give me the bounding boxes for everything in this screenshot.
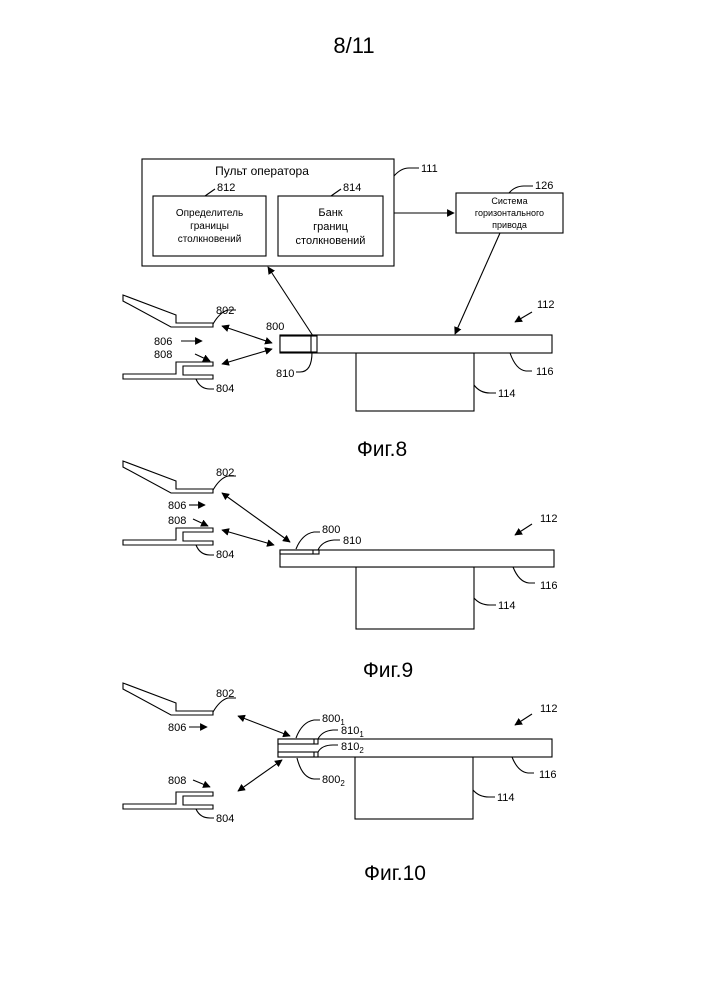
ref-806: 806 <box>154 336 172 348</box>
sensor-808-arrow <box>193 519 208 526</box>
leader-114 <box>474 598 496 605</box>
ref-806: 806 <box>168 722 186 734</box>
ref-804: 804 <box>216 813 234 825</box>
bank-line-2: границ <box>313 221 348 233</box>
object-800-1 <box>278 739 318 744</box>
detector-line-1: Определитель <box>176 208 243 219</box>
drive-line-2: горизонтального <box>475 208 544 218</box>
drive-line-1: Система <box>491 196 527 206</box>
upper-distance-arrow <box>222 493 290 542</box>
ref-812: 812 <box>217 182 235 194</box>
upper-detector-arm <box>123 683 213 715</box>
ref-808: 808 <box>168 515 186 527</box>
page-number: 8/11 <box>333 33 374 58</box>
ref-126: 126 <box>535 180 553 192</box>
ref-114: 114 <box>498 388 516 400</box>
arrow-112 <box>515 312 532 322</box>
table-base <box>356 353 474 411</box>
bank-line-3: столкновений <box>296 235 366 247</box>
tabletop <box>280 550 554 567</box>
operator-console-title: Пульт оператора <box>215 164 309 178</box>
figure-10: 802 804 806 808 8001 8101 8102 8002 112 … <box>123 683 558 885</box>
figure-8-caption: Фиг.8 <box>357 438 407 461</box>
ref-116: 116 <box>539 769 557 781</box>
ref-802: 802 <box>216 688 234 700</box>
detector-line-2: границы <box>190 221 229 232</box>
leader-800-1 <box>296 720 320 738</box>
leader-810 <box>296 352 312 372</box>
ref-114: 114 <box>497 792 515 804</box>
leader-116 <box>513 567 535 583</box>
ref-116: 116 <box>540 580 558 592</box>
leader-111 <box>394 168 419 176</box>
ref-800-2: 8002 <box>322 774 345 788</box>
leader-116 <box>512 757 534 773</box>
drive-to-table-arrow <box>455 233 500 334</box>
ref-114: 114 <box>498 600 516 612</box>
leader-114 <box>473 790 495 797</box>
ref-112: 112 <box>540 513 558 525</box>
leader-800-2 <box>297 758 320 779</box>
upper-detector-arm <box>123 295 213 327</box>
ref-802: 802 <box>216 467 234 479</box>
upper-distance-arrow <box>238 716 290 736</box>
table-base <box>355 757 473 819</box>
ref-112: 112 <box>537 299 555 311</box>
lower-distance-arrow <box>222 530 274 545</box>
leader-804 <box>196 379 214 389</box>
ref-800: 800 <box>322 524 340 536</box>
leader-810 <box>318 540 340 550</box>
ref-810-1: 8101 <box>341 725 364 739</box>
ref-802: 802 <box>216 305 234 317</box>
ref-810: 810 <box>343 535 361 547</box>
ref-804: 804 <box>216 549 234 561</box>
ref-814: 814 <box>343 182 361 194</box>
leader-804 <box>196 545 214 555</box>
leader-810-1 <box>318 730 338 739</box>
ref-810: 810 <box>276 368 294 380</box>
bank-line-1: Банк <box>318 207 342 219</box>
upper-distance-arrow <box>222 326 272 343</box>
ref-800: 800 <box>266 321 284 333</box>
ref-808: 808 <box>168 775 186 787</box>
sensor-808-arrow <box>195 354 210 361</box>
lower-detector-arm <box>123 528 213 545</box>
figure-9: 802 804 806 808 800 810 112 116 114 Фиг.… <box>123 461 558 682</box>
leader-804 <box>196 809 214 818</box>
figure-8: Пульт оператора Определитель границы сто… <box>123 159 563 461</box>
lower-distance-arrow <box>222 349 272 364</box>
figure-10-caption: Фиг.10 <box>364 862 426 885</box>
table-base <box>356 567 474 629</box>
lower-detector-arm <box>123 362 213 379</box>
leader-126 <box>509 186 533 193</box>
upper-detector-arm <box>123 461 213 493</box>
arrow-112 <box>515 524 532 535</box>
ref-112: 112 <box>540 703 558 715</box>
leader-116 <box>510 353 532 371</box>
leader-800 <box>296 532 320 549</box>
leader-802 <box>213 698 236 712</box>
object-800-2 <box>278 752 318 757</box>
sensor-808-arrow <box>193 780 210 787</box>
ref-806: 806 <box>168 500 186 512</box>
arrow-112 <box>515 714 532 725</box>
leader-114 <box>474 385 496 393</box>
ref-116: 116 <box>536 366 554 378</box>
lower-distance-arrow <box>238 760 282 791</box>
ref-111: 111 <box>421 163 438 175</box>
ref-804: 804 <box>216 383 234 395</box>
tabletop <box>278 739 552 757</box>
ref-808: 808 <box>154 349 172 361</box>
lower-detector-arm <box>123 792 213 809</box>
drive-line-3: привода <box>492 220 527 230</box>
detector-line-3: столкновений <box>178 234 242 245</box>
figure-9-caption: Фиг.9 <box>363 659 413 682</box>
tabletop <box>280 335 552 353</box>
